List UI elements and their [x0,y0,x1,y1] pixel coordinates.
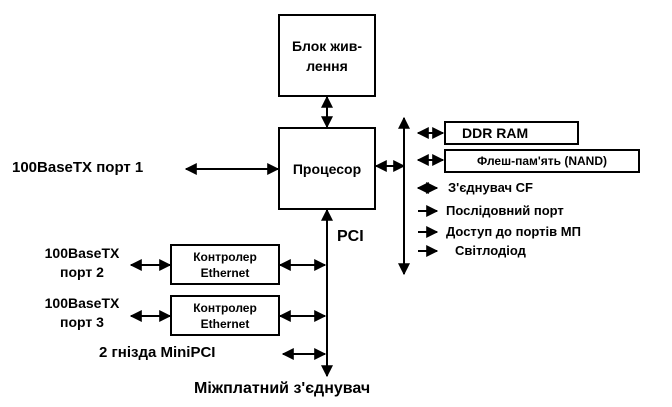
pci-label: PCI [337,228,364,245]
processor-block: Процесор [278,127,376,210]
led-label: Світлодіод [455,243,526,258]
ethernet-controller-2-label-1: Контролер [193,249,257,264]
cf-connector-label: З'єднувач CF [448,180,533,195]
minipci-label: 2 гнізда MiniPCI [99,344,216,361]
processor-label: Процесор [292,160,362,177]
ddr-ram-label: DDR RAM [462,125,529,141]
port2-label: 100BaseTX порт 2 [30,244,134,282]
power-supply-label-1: Блок жив- [291,37,363,54]
ddr-ram-block: DDR RAM [444,121,579,145]
ethernet-controller-2: Контролер Ethernet [170,244,280,285]
ethernet-controller-3-label-2: Ethernet [200,316,250,331]
serial-port-label: Послідовний порт [446,203,564,218]
ethernet-controller-3: Контролер Ethernet [170,295,280,336]
power-supply-block: Блок жив- лення [278,14,376,97]
port1-label: 100BaseTX порт 1 [12,159,144,176]
port3-label-1: 100BaseTX [44,295,120,311]
mp-ports-label: Доступ до портів МП [446,224,581,239]
flash-label: Флеш-пам'ять (NAND) [477,154,607,168]
flash-block: Флеш-пам'ять (NAND) [444,149,640,173]
port3-label-2: порт 3 [60,314,104,330]
ethernet-controller-3-label-1: Контролер [193,300,257,315]
port2-label-1: 100BaseTX [44,245,120,261]
power-supply-label-2: лення [306,57,348,74]
ethernet-controller-2-label-2: Ethernet [200,265,250,280]
port2-label-2: порт 2 [60,264,104,280]
interboard-connector-label: Міжплатний з'єднувач [194,380,371,397]
port3-label: 100BaseTX порт 3 [30,294,134,332]
